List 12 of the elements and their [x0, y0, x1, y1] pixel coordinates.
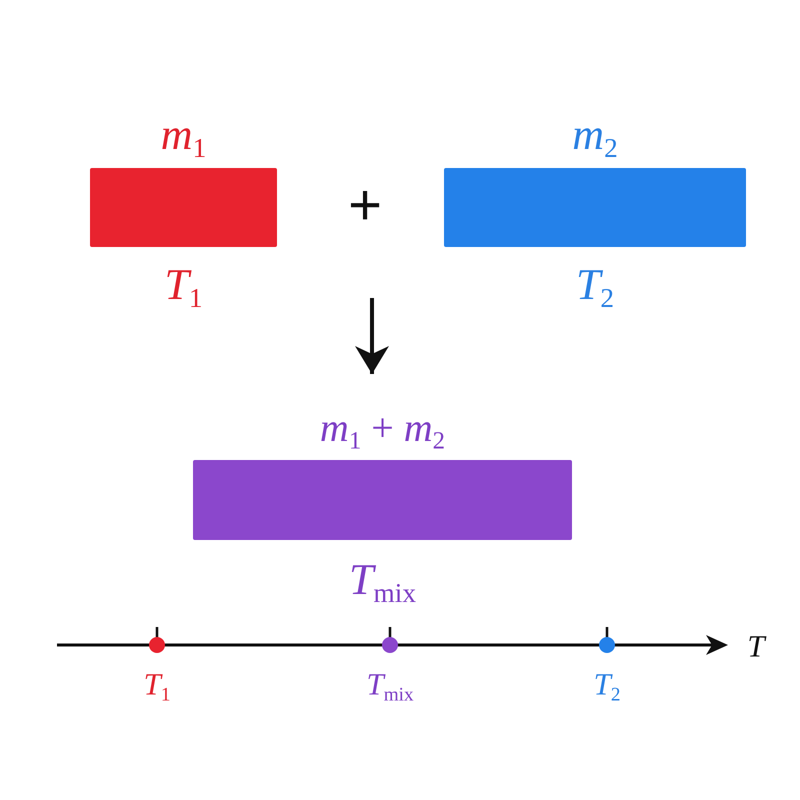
axis-point-label: T$_{mix}$	[366, 668, 414, 702]
plus-sign: +	[348, 176, 382, 236]
mass-label: m$_{1}$ + m$_{2}$	[320, 407, 446, 449]
axis-label: T	[747, 630, 765, 664]
axis-point-label: T$_{2}$	[594, 668, 620, 702]
mass-label: m$_{1}$	[160, 112, 206, 158]
temperature-label: T$_{mix}$	[349, 556, 416, 604]
axis-point-label: T$_{1}$	[144, 668, 170, 702]
temperature-label: T$_{1}$	[164, 262, 203, 308]
mass-label: m$_{2}$	[572, 112, 618, 158]
temperature-label: T$_{2}$	[576, 262, 614, 308]
arrow	[355, 298, 389, 374]
